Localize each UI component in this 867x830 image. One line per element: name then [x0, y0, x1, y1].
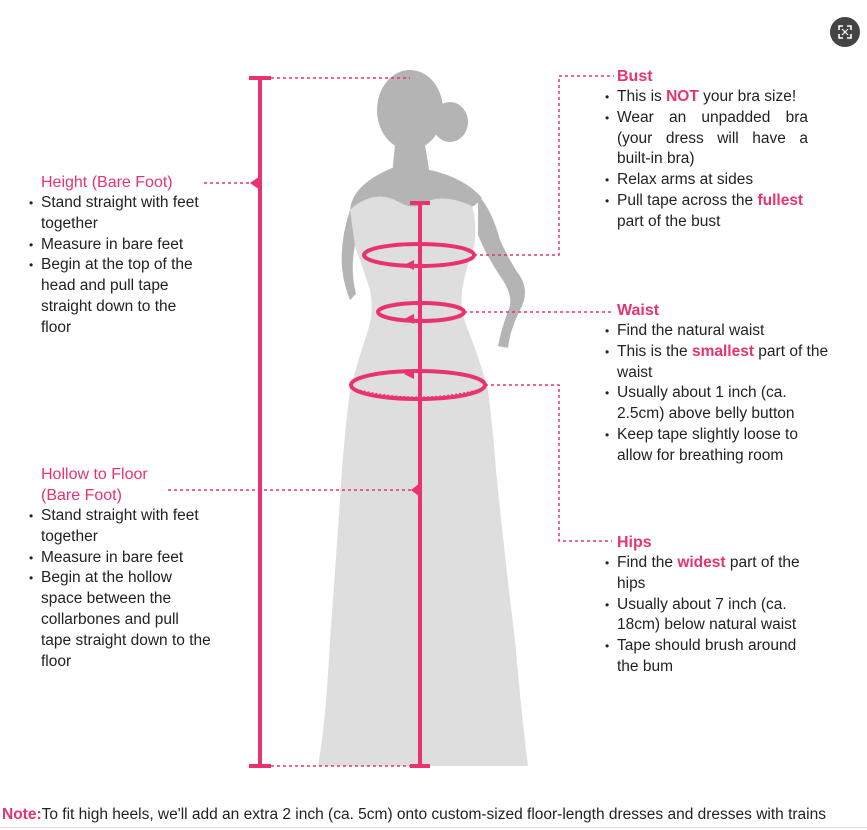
- list-item: Measure in bare feet: [29, 235, 219, 256]
- footer-note: Note:To fit high heels, we'll add an ext…: [2, 806, 867, 824]
- height-section: Height (Bare Foot) Stand straight with f…: [29, 172, 219, 339]
- bust-title: Bust: [617, 68, 653, 85]
- height-title: Height (Bare Foot): [41, 174, 173, 191]
- waist-section: Waist Find the natural waist This is the…: [605, 300, 855, 467]
- bust-instructions: This is NOT your bra size! Wear an unpad…: [605, 87, 815, 233]
- list-item: This is NOT your bra size!: [605, 87, 815, 108]
- hollow-section: Hollow to Floor (Bare Foot) Stand straig…: [29, 464, 219, 672]
- upper-body-silhouette: [341, 70, 525, 348]
- hollow-arrow: [411, 483, 420, 497]
- list-item: Stand straight with feet together: [29, 193, 219, 235]
- list-item: Measure in bare feet: [29, 548, 219, 569]
- list-item: Wear an unpadded bra (your dress will ha…: [605, 108, 808, 170]
- waist-instructions: Find the natural waist This is the small…: [605, 321, 855, 467]
- waist-title: Waist: [617, 302, 660, 319]
- expand-button[interactable]: [830, 17, 860, 47]
- list-item: Tape should brush around the bum: [605, 636, 817, 678]
- hollow-title: Hollow to Floor (Bare Foot): [41, 466, 148, 504]
- list-item: Begin at the top of the head and pull ta…: [29, 255, 206, 338]
- hips-title: Hips: [617, 534, 652, 551]
- list-item: Keep tape slightly loose to allow for br…: [605, 425, 817, 467]
- list-item: Usually about 1 inch (ca. 2.5cm) above b…: [605, 383, 817, 425]
- hollow-instructions: Stand straight with feet together Measur…: [29, 506, 219, 672]
- list-item: Stand straight with feet together: [29, 506, 219, 548]
- height-arrow: [250, 176, 260, 190]
- note-text: To fit high heels, we'll add an extra 2 …: [41, 806, 826, 823]
- list-item: Find the natural waist: [605, 321, 855, 342]
- note-label: Note:: [2, 806, 42, 823]
- list-item: This is the smallest part of the waist: [605, 342, 855, 384]
- list-item: Begin at the hollow space between the co…: [29, 568, 211, 672]
- divider: [0, 827, 867, 828]
- height-instructions: Stand straight with feet together Measur…: [29, 193, 219, 339]
- list-item: Pull tape across the fullest part of the…: [605, 191, 815, 233]
- hips-section: Hips Find the widest part of the hips Us…: [605, 532, 825, 678]
- expand-icon: [838, 25, 852, 39]
- bust-section: Bust This is NOT your bra size! Wear an …: [605, 66, 815, 233]
- list-item: Relax arms at sides: [605, 170, 815, 191]
- hips-instructions: Find the widest part of the hips Usually…: [605, 553, 825, 678]
- list-item: Usually about 7 inch (ca. 18cm) below na…: [605, 595, 817, 637]
- dress-silhouette: [318, 196, 528, 766]
- list-item: Find the widest part of the hips: [605, 553, 817, 595]
